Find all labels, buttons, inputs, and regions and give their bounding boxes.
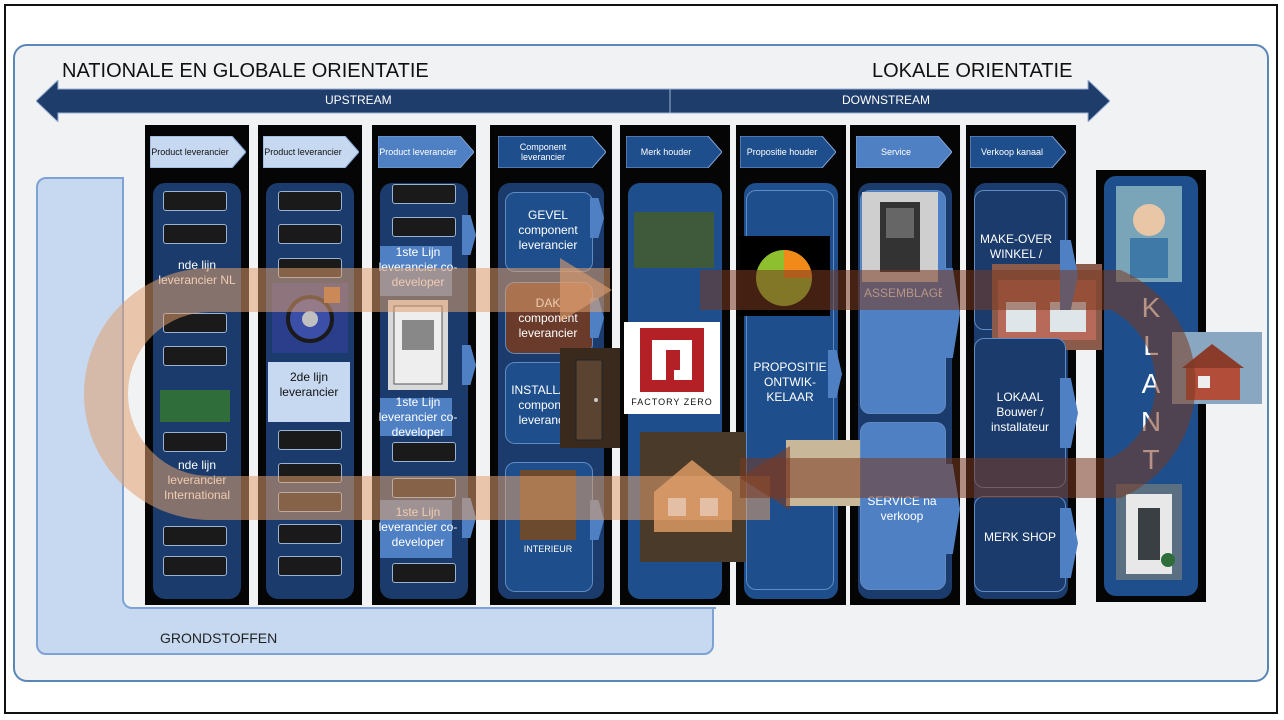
header-product-1: Product leverancier (151, 147, 229, 157)
header-chevron-2 (263, 136, 359, 168)
slot (163, 313, 227, 333)
slot (278, 524, 342, 544)
label-propositie: PROPOSITIE ONTWIK-KELAAR (753, 360, 827, 404)
slot (278, 258, 342, 278)
klant-letter-n: N (1140, 406, 1162, 437)
slot (163, 224, 227, 244)
header-chevron-4 (498, 136, 606, 168)
slot (163, 526, 227, 546)
slot (163, 432, 227, 452)
label-1ste-lijn-bot: 1ste Lijn leverancier co-developer (378, 505, 458, 549)
slot (278, 463, 342, 483)
header-chevron-3 (378, 136, 474, 168)
upstream-downstream-arrow (36, 80, 1110, 122)
production-line-photo (634, 212, 714, 268)
slot (392, 478, 456, 498)
label-service-na-verkoop: SERVICE na verkoop (867, 494, 937, 523)
klant-letter-k: K (1141, 292, 1161, 323)
slot (163, 191, 227, 211)
header-component: Component leverancier (519, 142, 567, 162)
door-photo (560, 348, 620, 448)
header-chevron-5 (626, 136, 722, 168)
header-product-2: Product leverancier (264, 147, 342, 157)
heatpump-unit-photo (388, 300, 448, 390)
label-make-over: MAKE-OVER WINKEL / (979, 232, 1052, 261)
slot (392, 217, 456, 237)
house-photo (1172, 332, 1262, 404)
flow-chevron (590, 198, 604, 238)
fruit-photo (740, 236, 830, 316)
downstream-label: DOWNSTREAM (842, 93, 930, 107)
label-dak: DAK component leverancier (518, 296, 578, 340)
header-chevron-6 (740, 136, 836, 168)
flow-chevron (462, 215, 476, 255)
money-houses-photo (786, 440, 870, 506)
slot (278, 224, 342, 244)
slot (278, 430, 342, 450)
slot (163, 556, 227, 576)
front-door-photo (1116, 484, 1182, 580)
tile-merk-shop (974, 496, 1066, 592)
title-national-global: NATIONALE EN GLOBALE ORIENTATIE (62, 60, 429, 82)
header-propositie: Propositie houder (746, 147, 818, 157)
label-2de-lijn: 2de lijn leverancier (279, 370, 339, 399)
header-chevron-7 (856, 136, 952, 168)
flow-chevron (1060, 508, 1078, 578)
slot (278, 556, 342, 576)
header-product-3: Product leverancier (379, 147, 457, 157)
label-gevel: GEVEL component leverancier (518, 208, 578, 252)
slot (392, 184, 456, 204)
slot (163, 346, 227, 366)
header-chevron-1 (150, 136, 246, 168)
factory-zero-logo: FACTORY ZERO (624, 322, 720, 414)
label-assemblage: ASSEMBLAGE (864, 286, 947, 300)
klant-letter-a: A (1141, 368, 1161, 399)
header-verkoop: Verkoop kanaal (980, 147, 1044, 157)
header-service: Service (880, 147, 911, 157)
label-1ste-lijn-mid: 1ste Lijn leverancier co-developer (378, 395, 458, 439)
circuit-board-photo (160, 390, 230, 422)
label-merk-shop: MERK SHOP (983, 530, 1056, 544)
upstream-label: UPSTREAM (325, 93, 392, 107)
label-n-lijn-international: nde lijn leverancier International (163, 458, 231, 502)
label-n-lijn-nl: nde lijn leverancier NL (158, 258, 236, 287)
klant-letter-t: T (1142, 444, 1160, 475)
grondstoffen-label: GRONDSTOFFEN (160, 630, 278, 646)
slot (392, 442, 456, 462)
pump-photo (272, 283, 348, 353)
header-merk: Merk houder (640, 147, 692, 157)
elderly-woman-photo (1116, 186, 1182, 282)
label-interieur: INTERIEUR (523, 544, 573, 554)
slot (392, 563, 456, 583)
title-local: LOKALE ORIENTATIE (872, 60, 1073, 82)
slot (278, 191, 342, 211)
factory-zero-text: FACTORY ZERO (631, 397, 713, 407)
header-chevron-8 (970, 136, 1066, 168)
house-model-photo (640, 432, 746, 562)
interieur-photo (520, 470, 576, 540)
label-1ste-lijn-top: 1ste Lijn leverancier co-developer (378, 245, 458, 289)
slide-frame (4, 4, 1278, 714)
assemblage-photo (862, 192, 938, 282)
slot (278, 492, 342, 512)
label-lokaal: LOKAAL Bouwer / installateur (990, 390, 1050, 434)
klant-letter-l: L (1143, 330, 1159, 361)
